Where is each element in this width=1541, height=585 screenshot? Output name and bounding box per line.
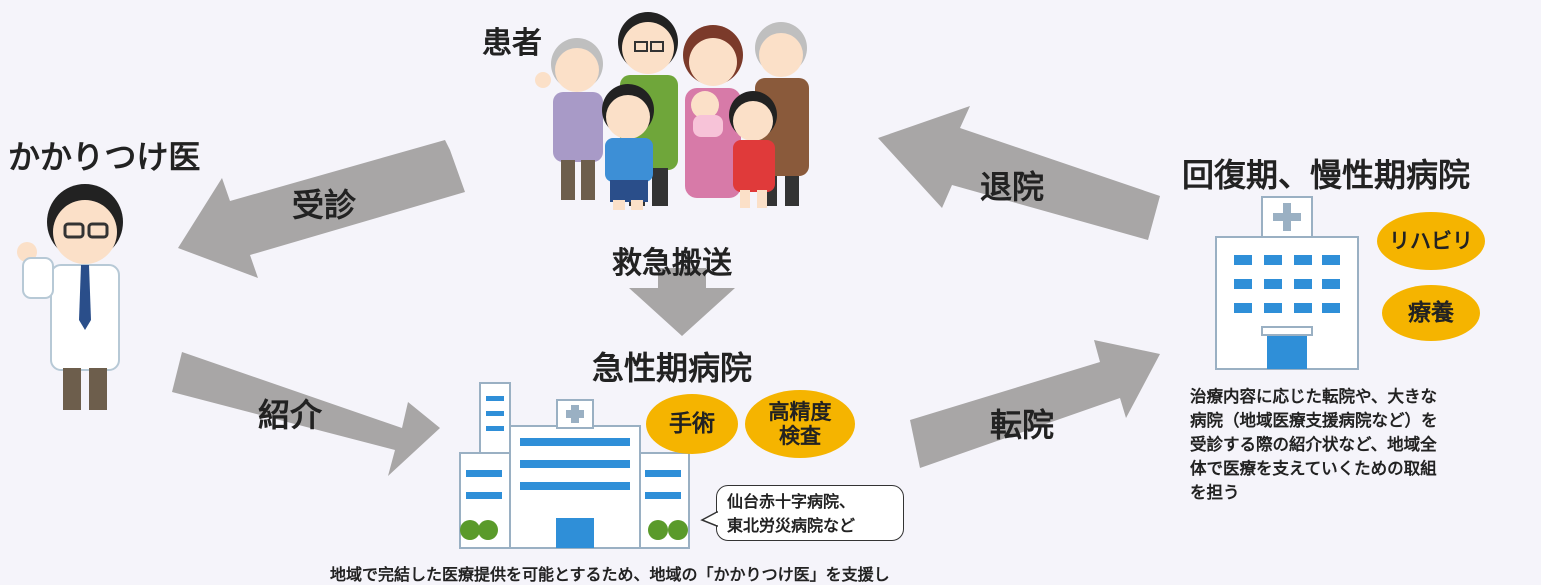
gp-label: かかりつけ医 <box>8 138 201 176</box>
callout-tail <box>700 510 720 528</box>
bottom-description: 地域で完結した医療提供を可能とするため、地域の「かかりつけ医」を支援し <box>330 565 890 584</box>
recovery-hospital-label: 回復期、慢性期病院 <box>1182 156 1471 194</box>
girl-figure <box>729 91 777 208</box>
discharge-arrow <box>878 106 1160 240</box>
consult-arrow <box>178 140 465 278</box>
rehab-badge: リハビリ <box>1377 212 1485 270</box>
grandma-figure <box>535 38 603 200</box>
flow-arrows <box>172 106 1160 476</box>
desc-line: 病院（地域医療支援病院など）を <box>1190 411 1438 430</box>
boy-figure <box>602 84 654 210</box>
discharge-label: 退院 <box>980 168 1045 206</box>
transfer-arrow <box>910 340 1160 468</box>
recovery-description: 治療内容に応じた転院や、大きな 病院（地域医療支援病院など）を 受診する際の紹介… <box>1190 385 1535 505</box>
patient-family-illustration <box>535 12 809 210</box>
desc-line: 体で医療を支えていくための取組 <box>1190 459 1437 478</box>
referral-arrow <box>172 352 440 476</box>
callout-line1: 仙台赤十字病院、 <box>727 492 856 511</box>
emergency-arrow <box>629 268 735 336</box>
doctor-illustration <box>17 184 123 410</box>
acute-hospital-illustration <box>459 382 690 549</box>
consult-label: 受診 <box>292 186 357 224</box>
hospital-callout: 仙台赤十字病院、 東北労災病院など <box>716 485 904 541</box>
patient-label: 患者 <box>482 26 542 61</box>
mother-figure <box>683 25 743 198</box>
desc-line: 受診する際の紹介状など、地域全 <box>1190 435 1437 454</box>
recovery-hospital-illustration <box>1215 196 1359 370</box>
transfer-label: 転院 <box>990 406 1055 444</box>
emergency-label: 救急搬送 <box>612 246 732 281</box>
exam-line2: 検査 <box>779 424 821 448</box>
desc-line: を担う <box>1190 483 1240 502</box>
referral-label: 紹介 <box>258 396 323 434</box>
trees <box>460 520 688 540</box>
desc-line: 治療内容に応じた転院や、大きな <box>1190 387 1438 406</box>
exam-line1: 高精度 <box>768 399 832 424</box>
acute-hospital-label: 急性期病院 <box>592 349 753 387</box>
high-precision-exam-badge: 高精度 検査 <box>745 390 855 458</box>
callout-line2: 東北労災病院など <box>727 516 856 535</box>
care-badge: 療養 <box>1382 285 1480 341</box>
surgery-badge: 手術 <box>646 394 738 454</box>
